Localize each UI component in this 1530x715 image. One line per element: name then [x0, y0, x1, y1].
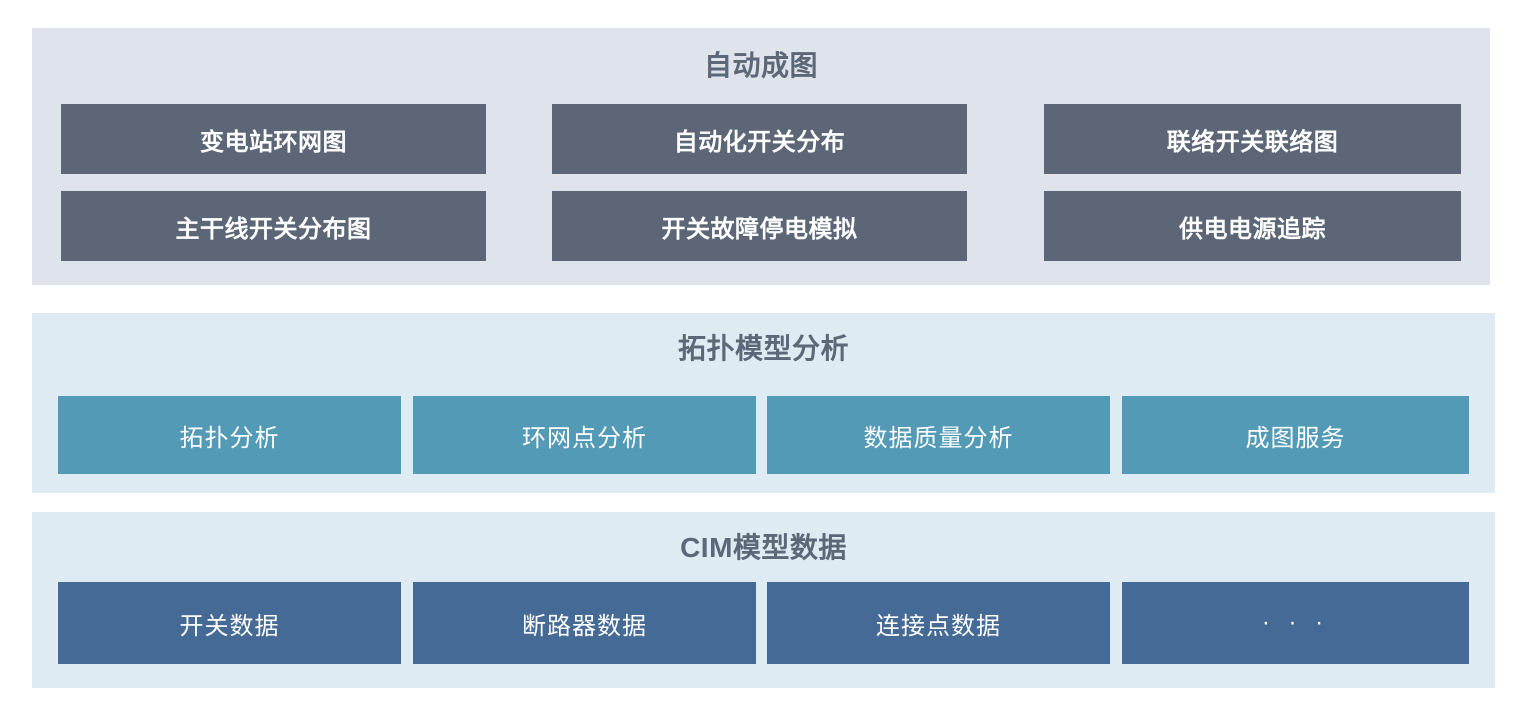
section-cim-model-data: CIM模型数据 开关数据 断路器数据 连接点数据 · · ·: [32, 512, 1495, 688]
tile-more-data-ellipsis[interactable]: · · ·: [1122, 582, 1469, 664]
tile-substation-ring-network-diagram[interactable]: 变电站环网图: [61, 104, 486, 174]
tile-switch-fault-outage-simulation[interactable]: 开关故障停电模拟: [552, 191, 967, 261]
section-topology-model-analysis: 拓扑模型分析 拓扑分析 环网点分析 数据质量分析 成图服务: [32, 313, 1495, 493]
tile-automation-switch-distribution[interactable]: 自动化开关分布: [552, 104, 967, 174]
tile-topology-analysis[interactable]: 拓扑分析: [58, 396, 401, 474]
tile-mapping-service[interactable]: 成图服务: [1122, 396, 1469, 474]
tile-switch-data[interactable]: 开关数据: [58, 582, 401, 664]
tile-circuit-breaker-data[interactable]: 断路器数据: [413, 582, 756, 664]
tile-trunk-line-switch-distribution-diagram[interactable]: 主干线开关分布图: [61, 191, 486, 261]
tile-data-quality-analysis[interactable]: 数据质量分析: [767, 396, 1110, 474]
section-title-cim-model-data: CIM模型数据: [680, 532, 847, 563]
tile-tie-switch-connection-diagram[interactable]: 联络开关联络图: [1044, 104, 1461, 174]
section-title-auto-mapping: 自动成图: [703, 50, 818, 81]
tile-ring-network-point-analysis[interactable]: 环网点分析: [413, 396, 756, 474]
tile-power-supply-source-tracing[interactable]: 供电电源追踪: [1044, 191, 1461, 261]
section-title-topology-model-analysis: 拓扑模型分析: [677, 333, 849, 364]
section-auto-mapping: 自动成图 变电站环网图 自动化开关分布 联络开关联络图 主干线开关分布图 开关故…: [32, 28, 1490, 285]
tile-connectivity-node-data[interactable]: 连接点数据: [767, 582, 1110, 664]
